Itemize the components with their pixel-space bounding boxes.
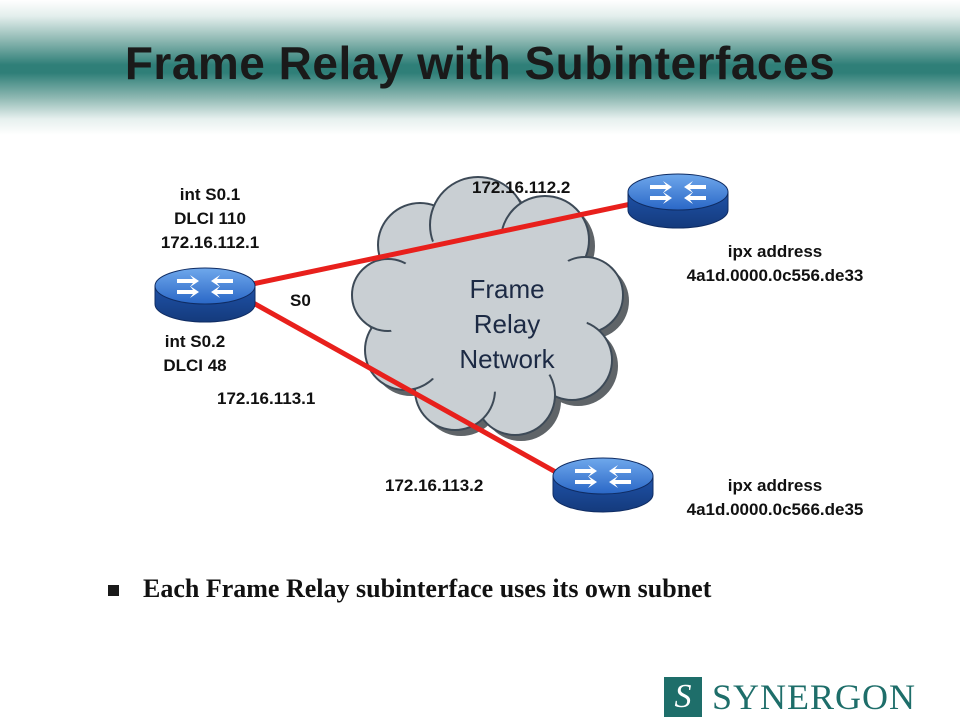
- top-router-ipx-value: 4a1d.0000.0c556.de33: [686, 266, 864, 285]
- top-router-ip: 172.16.112.2: [472, 178, 571, 197]
- pvc-link-top: [247, 200, 637, 288]
- pvc-link-bottom: [246, 297, 572, 483]
- left-subif2-dlci: DLCI 48: [163, 356, 227, 375]
- synergon-logo-mark: S: [664, 677, 702, 717]
- router-top-icon: [627, 173, 729, 229]
- left-subif2-ip: 172.16.113.1: [217, 389, 316, 408]
- left-subif1-dlci: DLCI 110: [174, 209, 246, 228]
- top-router-ipx: ipx address 4a1d.0000.0c556.de33: [640, 240, 910, 288]
- top-router-ipx-label: ipx address: [727, 242, 823, 261]
- bullet-text: Each Frame Relay subinterface uses its o…: [143, 574, 712, 603]
- serial-label: S0: [290, 291, 311, 310]
- cloud-label-line2: Relay: [473, 309, 541, 339]
- left-subif1-labels: int S0.1 DLCI 110 172.16.112.1: [130, 183, 290, 255]
- bottom-router-ipx-value: 4a1d.0000.0c566.de35: [686, 500, 864, 519]
- slide-title: Frame Relay with Subinterfaces: [124, 37, 836, 89]
- cloud-fill: [388, 228, 588, 392]
- left-subif1-ip: 172.16.112.1: [160, 233, 260, 252]
- synergon-logo-text: SYNERGON: [712, 677, 917, 717]
- cloud-label-line1: Frame: [469, 274, 545, 304]
- left-subif2-labels: int S0.2 DLCI 48: [125, 330, 265, 378]
- title-band: [0, 0, 960, 135]
- bottom-router-ip: 172.16.113.2: [385, 476, 484, 495]
- cloud-label-line3: Network: [459, 344, 555, 374]
- bullet-item: Each Frame Relay subinterface uses its o…: [108, 574, 711, 604]
- bottom-router-ipx-label: ipx address: [727, 476, 823, 495]
- synergon-logo: S SYNERGON: [664, 676, 916, 718]
- bottom-router-ipx: ipx address 4a1d.0000.0c566.de35: [640, 474, 910, 522]
- router-bottom-icon: [552, 457, 654, 513]
- left-subif2-int: int S0.2: [164, 332, 226, 351]
- bullet-square-icon: [108, 584, 119, 596]
- cloud-label: Frame Relay Network: [432, 272, 582, 377]
- left-subif1-int: int S0.1: [179, 185, 241, 204]
- router-left-icon: [154, 267, 256, 323]
